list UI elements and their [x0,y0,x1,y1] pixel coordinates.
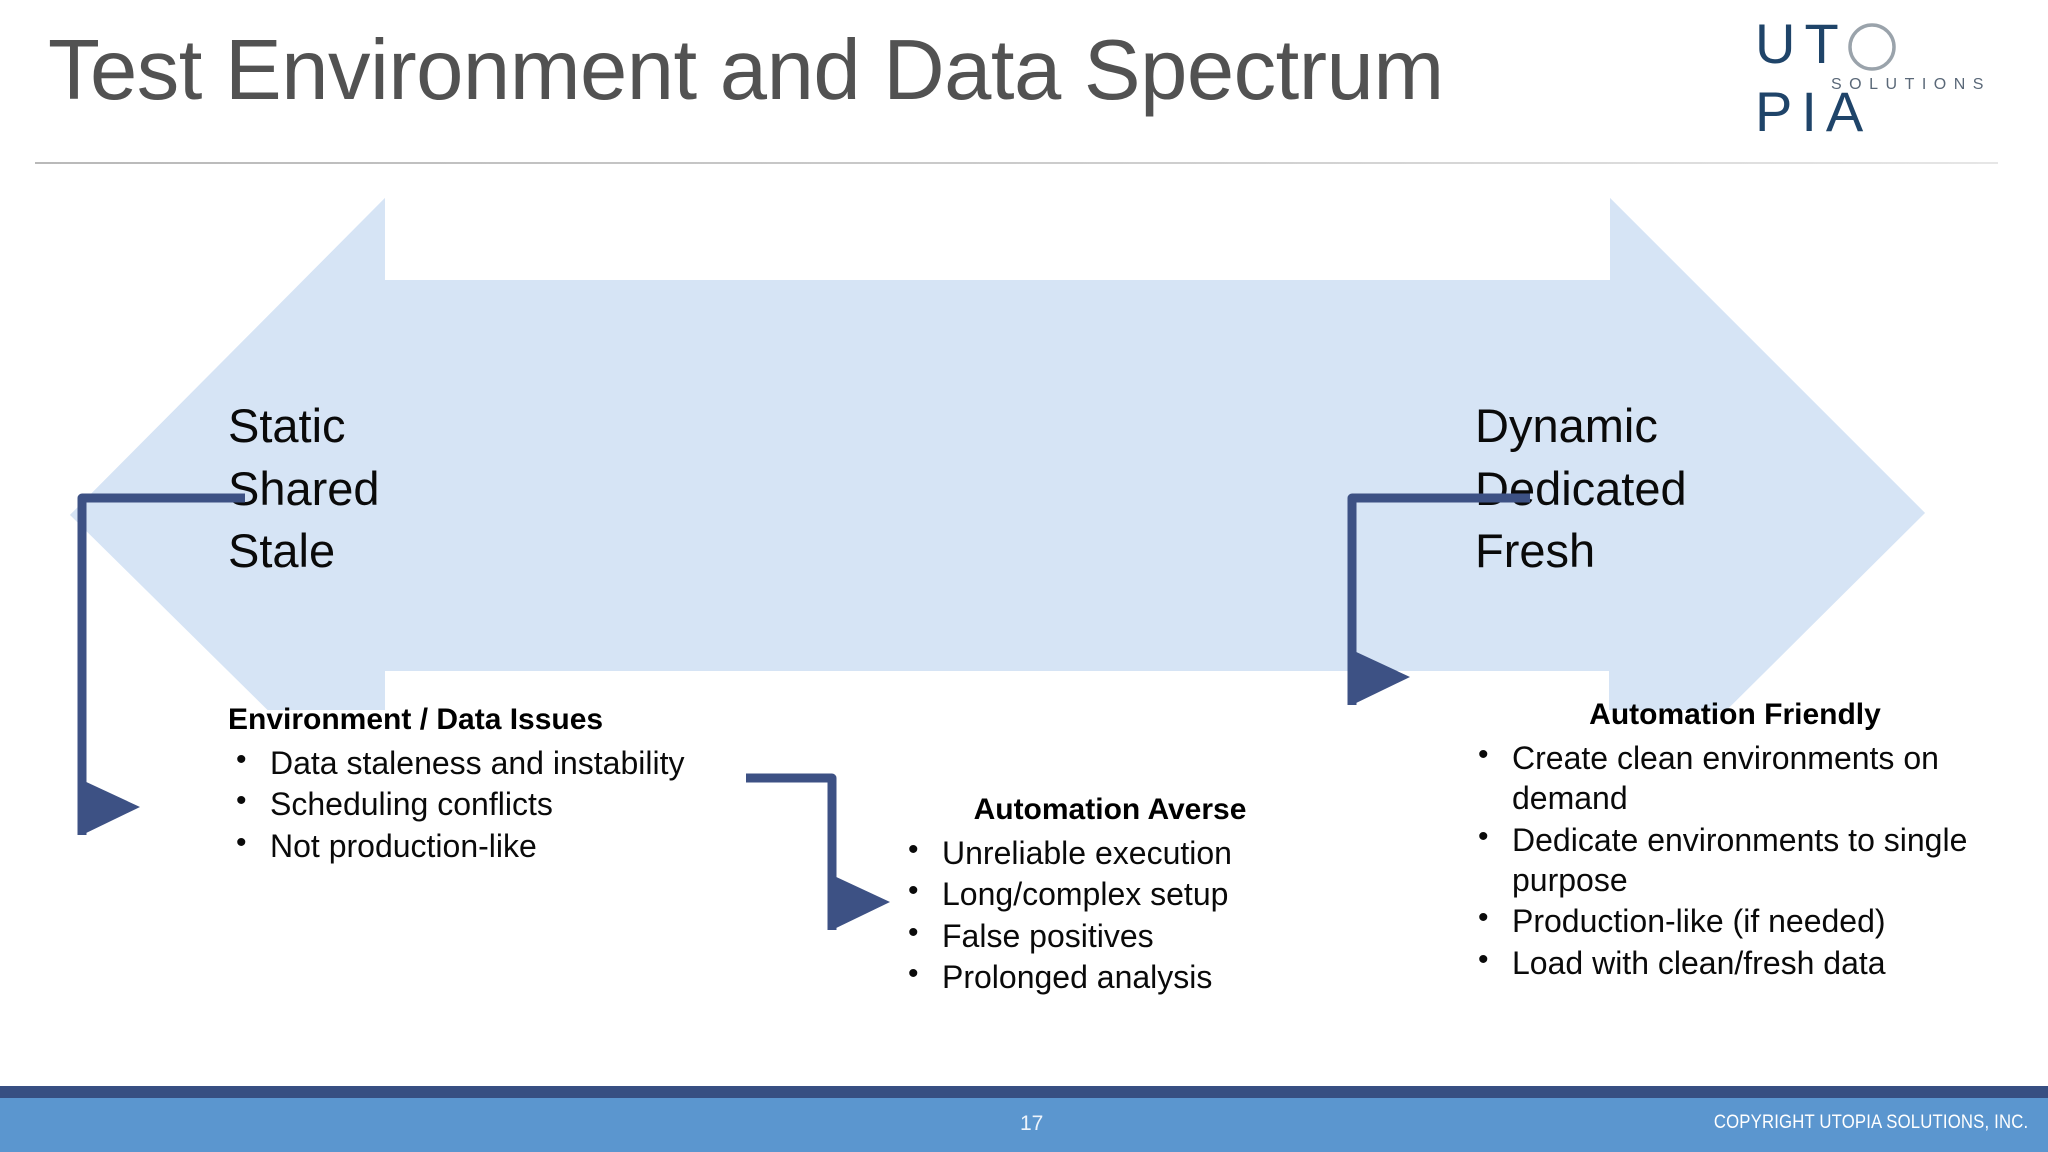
list-item: Prolonged analysis [900,955,1320,997]
callout-right-list: Create clean environments on demand Dedi… [1470,736,2000,983]
connector-arrow-right [1347,493,1530,705]
copyright-notice: COPYRIGHT UTOPIA SOLUTIONS, INC. [1713,1112,2028,1133]
list-item: Dedicate environments to single purpose [1470,818,2000,901]
left-pole-line-1: Static [228,399,346,452]
spectrum-left-pole: Static Shared Stale [228,395,380,583]
callout-environment-data-issues: Environment / Data Issues Data staleness… [228,700,748,867]
connector-arrow-left [77,493,245,835]
footer-bar [0,1098,2048,1152]
logo-tagline: SOLUTIONS [1831,76,1991,93]
logo-wordmark: UTPIA [1755,10,2015,143]
callout-automation-averse: Automation Averse Unreliable execution L… [900,790,1320,998]
spectrum-right-pole: Dynamic Dedicated Fresh [1475,395,1687,583]
logo-text-after: PIA [1755,80,1873,143]
callout-left-heading: Environment / Data Issues [228,703,604,736]
list-item: Create clean environments on demand [1470,736,2000,819]
slide-number: 17 [1020,1112,1044,1135]
callout-automation-friendly: Automation Friendly Create clean environ… [1470,695,2000,984]
left-pole-line-3: Stale [228,524,336,577]
utopia-logo: UTPIA SOLUTIONS [1755,10,2015,143]
logo-circle-icon [1847,23,1896,71]
page-title: Test Environment and Data Spectrum [48,23,1444,118]
right-pole-line-3: Fresh [1475,524,1596,577]
list-item: Long/complex setup [900,872,1320,914]
callout-middle-list: Unreliable execution Long/complex setup … [900,831,1320,997]
list-item: Not production-like [228,824,748,866]
callout-left-list: Data staleness and instability Schedulin… [228,741,748,866]
title-divider [35,162,1998,164]
callout-right-heading: Automation Friendly [1589,698,1881,731]
right-pole-line-1: Dynamic [1475,399,1658,452]
list-item: Data staleness and instability [228,741,748,783]
list-item: Unreliable execution [900,831,1320,873]
list-item: Load with clean/fresh data [1470,941,2000,983]
spectrum-double-arrow [70,198,1925,710]
list-item: Production-like (if needed) [1470,899,2000,941]
list-item: Scheduling conflicts [228,782,748,824]
list-item: False positives [900,914,1320,956]
right-pole-line-2: Dedicated [1475,461,1687,515]
footer-accent-stripe [0,1086,2048,1098]
left-pole-line-2: Shared [228,461,380,515]
callout-middle-heading: Automation Averse [973,793,1247,826]
connector-arrow-middle [746,773,890,930]
logo-text-before: UT [1755,12,1848,75]
